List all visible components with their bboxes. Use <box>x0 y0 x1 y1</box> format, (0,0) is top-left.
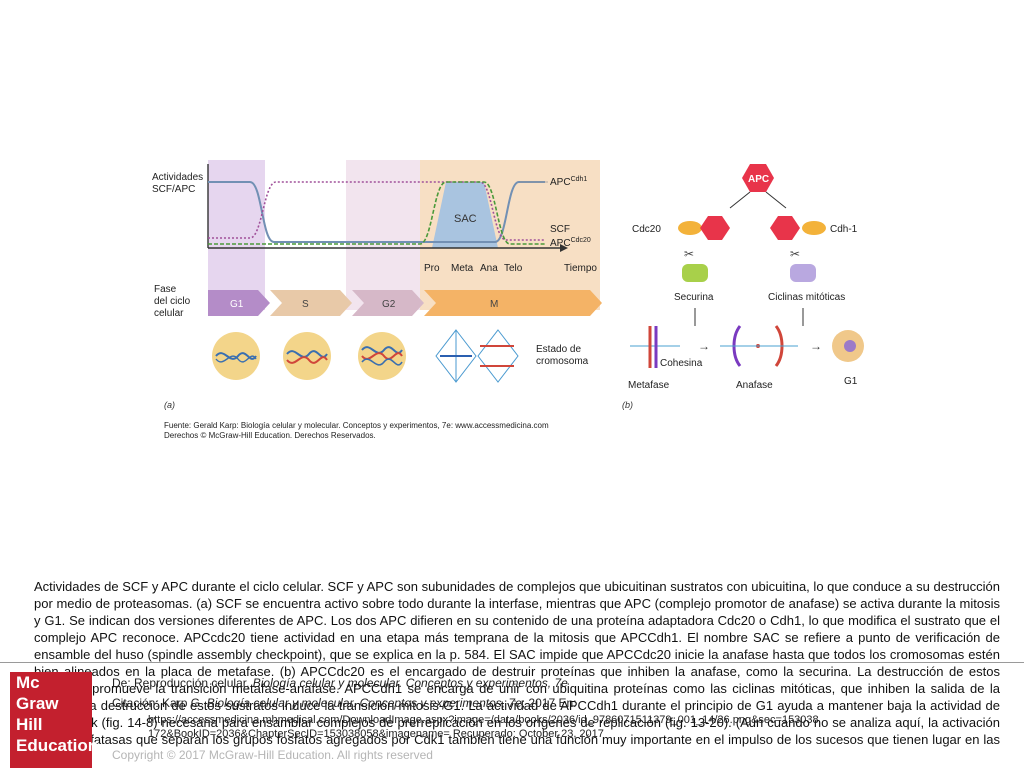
arrow-metafase-anafase: → <box>698 339 710 353</box>
tick-pro: Pro <box>424 263 440 274</box>
logo-line3: Hill <box>16 715 43 734</box>
apc-cdh1-label: APCCdh1 <box>550 176 587 188</box>
url-line2: 172&BookID=2036&ChapterSecID=153038058&i… <box>148 728 604 740</box>
de-line: De: Reproducción celular, Biología celul… <box>112 676 568 690</box>
g2-band <box>346 160 420 310</box>
apc-hexagon <box>742 164 774 192</box>
chromosome-s <box>283 332 331 380</box>
scf-label: SCF <box>550 224 570 235</box>
caption: Actividades de SCF y APC durante el cicl… <box>34 578 1000 765</box>
figure: SAC Actividades SCF/APC APCCdh1 SCF APCC… <box>150 160 870 442</box>
chromosome-metaphase <box>435 329 477 383</box>
apc-cdc20-curve <box>208 181 545 245</box>
ylabel-line2: SCF/APC <box>152 184 195 195</box>
url-line1[interactable]: https://accessmedicina.mhmedical.com/Dow… <box>148 714 819 726</box>
cdc20-ellipse <box>678 221 702 235</box>
phase-g1-label: G1 <box>230 299 244 310</box>
sac-label: SAC <box>454 213 477 225</box>
panel-b: APC Cdc20 Cdh-1 ✂ ✂ Securina Ciclinas mi… <box>622 164 864 410</box>
panel-b-letter: (b) <box>622 400 633 410</box>
scf-curve <box>208 181 545 241</box>
source-line2: Derechos © McGraw-Hill Education. Derech… <box>164 431 376 440</box>
tick-telo: Telo <box>504 263 523 274</box>
g1-label: G1 <box>844 376 858 387</box>
logo-line1: Mc <box>16 673 40 692</box>
panel-a-letter: (a) <box>164 400 175 410</box>
phase-m-arrow <box>424 290 602 316</box>
logo-line2: Graw <box>16 694 59 713</box>
metafase-label: Metafase <box>628 380 670 391</box>
phase-g1-arrow <box>208 290 270 316</box>
sac-area <box>432 182 498 248</box>
apc-arrow-right <box>765 191 787 209</box>
tick-ana: Ana <box>480 263 498 274</box>
phase-m-label: M <box>490 299 498 310</box>
citacion-italic: Biología celular y molecular. Conceptos … <box>206 696 522 710</box>
arrow-anafase-g1: → <box>810 339 822 353</box>
chromosome-label-line1: Estado de <box>536 344 581 355</box>
x-axis-arrow <box>560 244 568 252</box>
phase-label-line3: celular <box>154 308 184 319</box>
apc-arrow-left <box>729 191 751 209</box>
chromosome-g2 <box>358 332 406 380</box>
apc-cdh1-hexagon <box>770 216 800 240</box>
logo-line4: Education <box>16 736 99 755</box>
phase-label-line1: Fase <box>154 284 177 295</box>
apc-cdc20-label: APCCdc20 <box>550 237 591 249</box>
anafase-label: Anafase <box>736 380 773 391</box>
ylabel-line1: Actividades <box>152 172 203 183</box>
apc-cdh1-curve <box>208 181 545 243</box>
phase-g2-arrow <box>352 290 424 316</box>
panel-a: SAC Actividades SCF/APC APCCdh1 SCF APCC… <box>152 160 602 410</box>
cdh1-label: Cdh-1 <box>830 224 858 235</box>
chromosome-g1 <box>212 332 260 380</box>
g1-band <box>208 160 265 310</box>
g1-nucleus <box>844 340 856 352</box>
phase-label-line2: del ciclo <box>154 296 191 307</box>
scissors-left-icon: ✂ <box>684 247 694 261</box>
phase-s-arrow <box>270 290 352 316</box>
chromosome-label-line2: cromosoma <box>536 356 589 367</box>
metafase-cell <box>630 326 680 368</box>
copyright: Copyright © 2017 McGraw-Hill Education. … <box>112 748 433 762</box>
apc-cdc20-hexagon <box>700 216 730 240</box>
de-italic: Biología celular y molecular. Conceptos … <box>252 676 568 690</box>
apc-label: APC <box>748 174 769 185</box>
figure-svg: SAC Actividades SCF/APC APCCdh1 SCF APCC… <box>152 160 864 440</box>
cdc20-label: Cdc20 <box>632 224 661 235</box>
citacion-line: Citación: Karp G. Biología celular y mol… <box>112 696 576 710</box>
ciclinas-label: Ciclinas mitóticas <box>768 292 845 303</box>
de-prefix: De: Reproducción celular, <box>112 676 253 690</box>
tick-meta: Meta <box>451 263 474 274</box>
source-line1: Fuente: Gerald Karp: Biología celular y … <box>164 421 549 430</box>
ciclinas-shape <box>790 264 816 282</box>
securina-label: Securina <box>674 292 714 303</box>
cdh1-ellipse <box>802 221 826 235</box>
divider <box>0 662 1024 663</box>
chromosome-anaphase <box>477 329 519 383</box>
scissors-right-icon: ✂ <box>790 247 800 261</box>
securina-shape <box>682 264 708 282</box>
citacion-prefix: Citación: Karp G. <box>112 696 207 710</box>
phase-g2-label: G2 <box>382 299 396 310</box>
anafase-cell <box>720 325 798 367</box>
citacion-suffix: ; 2017 En: <box>521 696 577 710</box>
time-label: Tiempo <box>564 263 597 274</box>
caption-text: Actividades de SCF y APC durante el cicl… <box>34 579 1000 764</box>
mcgraw-hill-logo: Mc Graw Hill Education <box>10 672 99 768</box>
cohesina-label: Cohesina <box>660 358 703 369</box>
phase-s-label: S <box>302 299 309 310</box>
